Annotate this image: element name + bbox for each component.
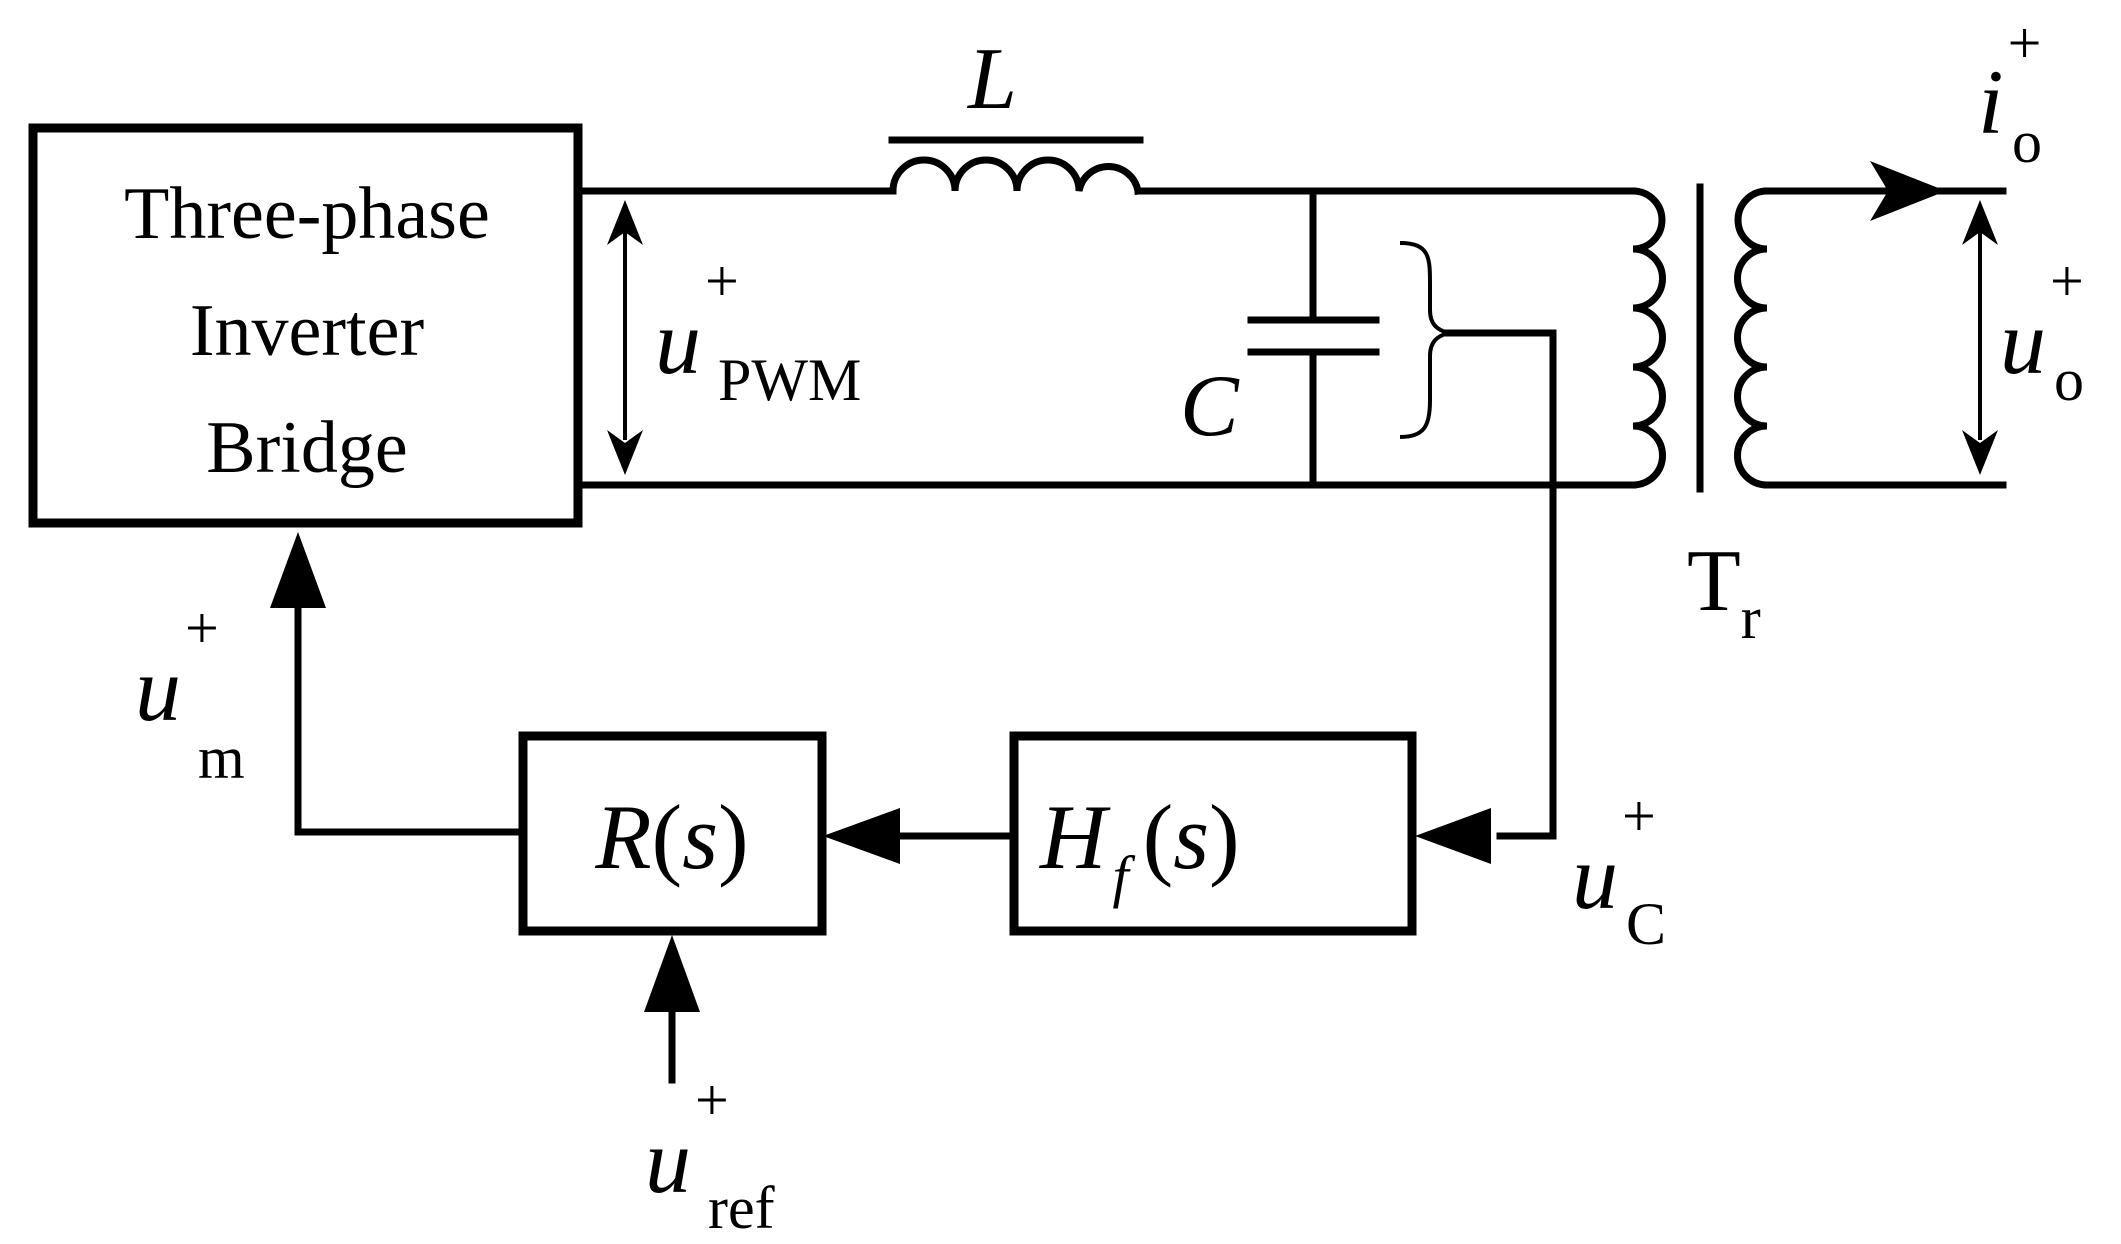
u-o-label: u+o — [2000, 248, 2084, 413]
transformer-label: Tr — [1687, 533, 1761, 651]
arrow-reference-into-controller — [644, 935, 700, 1012]
inductor-coil — [889, 156, 1143, 196]
capacitor-label: C — [1180, 358, 1240, 455]
capacitor — [1247, 316, 1380, 356]
inductor-label: L — [966, 31, 1017, 128]
inverter-label-line2: Inverter — [190, 290, 424, 372]
inverter-label-line3: Bridge — [206, 407, 407, 489]
inverter-label-line1: Three-phase — [124, 173, 490, 255]
i-o-label: i+o — [1978, 10, 2042, 175]
controller-box — [518, 731, 827, 936]
control-wiring — [270, 532, 1491, 1084]
inverter-box — [28, 123, 583, 528]
u-m-label: u+m — [135, 595, 245, 791]
u-o-voltage-arrow — [1962, 200, 1998, 475]
u-c-label: u+C — [1572, 783, 1666, 957]
controller-block: R(s) — [518, 731, 827, 936]
controller-label: R(s) — [594, 786, 748, 888]
arrow-into-filter — [1415, 808, 1491, 864]
transformer-secondary-coil — [1734, 187, 1771, 489]
transformer-primary-coil — [1629, 187, 1666, 489]
arrow-into-inverter — [270, 532, 326, 608]
filter-box — [1009, 731, 1417, 936]
inverter-bridge-block: Three-phase Inverter Bridge — [28, 123, 583, 528]
u-ref-label: u+ref — [645, 1067, 775, 1241]
power-wiring — [574, 187, 2007, 489]
transformer — [1629, 183, 1771, 493]
controller-to-inverter-wire — [294, 586, 527, 836]
inductor — [888, 136, 1144, 196]
u-pwm-voltage-arrow — [607, 200, 643, 475]
u-pwm-label: u+PWM — [655, 248, 861, 413]
capacitor-sense-wire — [1444, 329, 1557, 840]
output-current-arrowhead — [1870, 161, 1946, 221]
capacitor-voltage-brace — [1399, 241, 1455, 439]
arrow-into-controller — [823, 808, 900, 864]
